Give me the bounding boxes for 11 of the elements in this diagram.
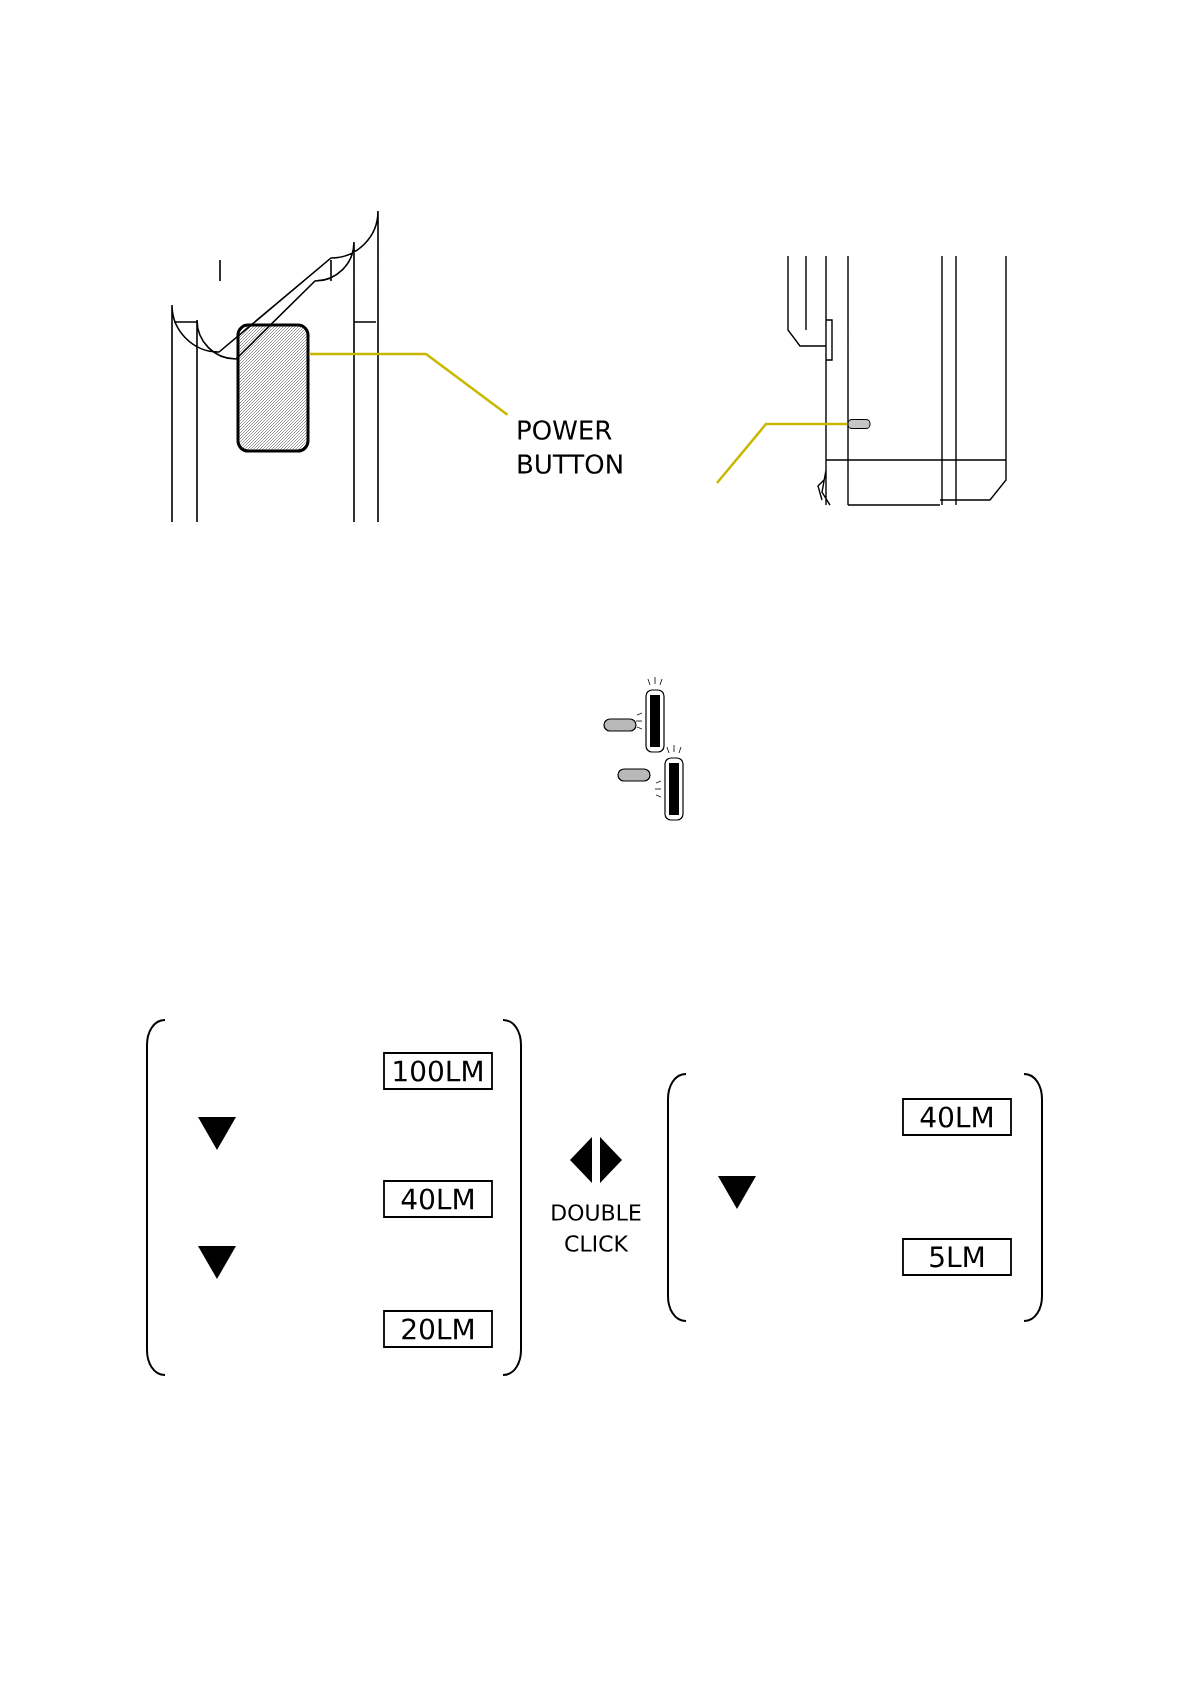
leader-line [716,422,848,484]
side-button [847,419,871,429]
button-label: POWER BUTTON [518,420,622,474]
power-button [236,323,310,453]
lumen-box: 5LM [902,1238,1012,1276]
lumen-box: 100LM [383,1052,493,1090]
leader-line [309,352,509,416]
lumen-box: 40LM [902,1098,1012,1136]
lumen-box: 40LM [383,1180,493,1218]
lumen-box: 20LM [383,1310,493,1348]
mode-label: DOUBLE CLICK [552,1204,641,1252]
